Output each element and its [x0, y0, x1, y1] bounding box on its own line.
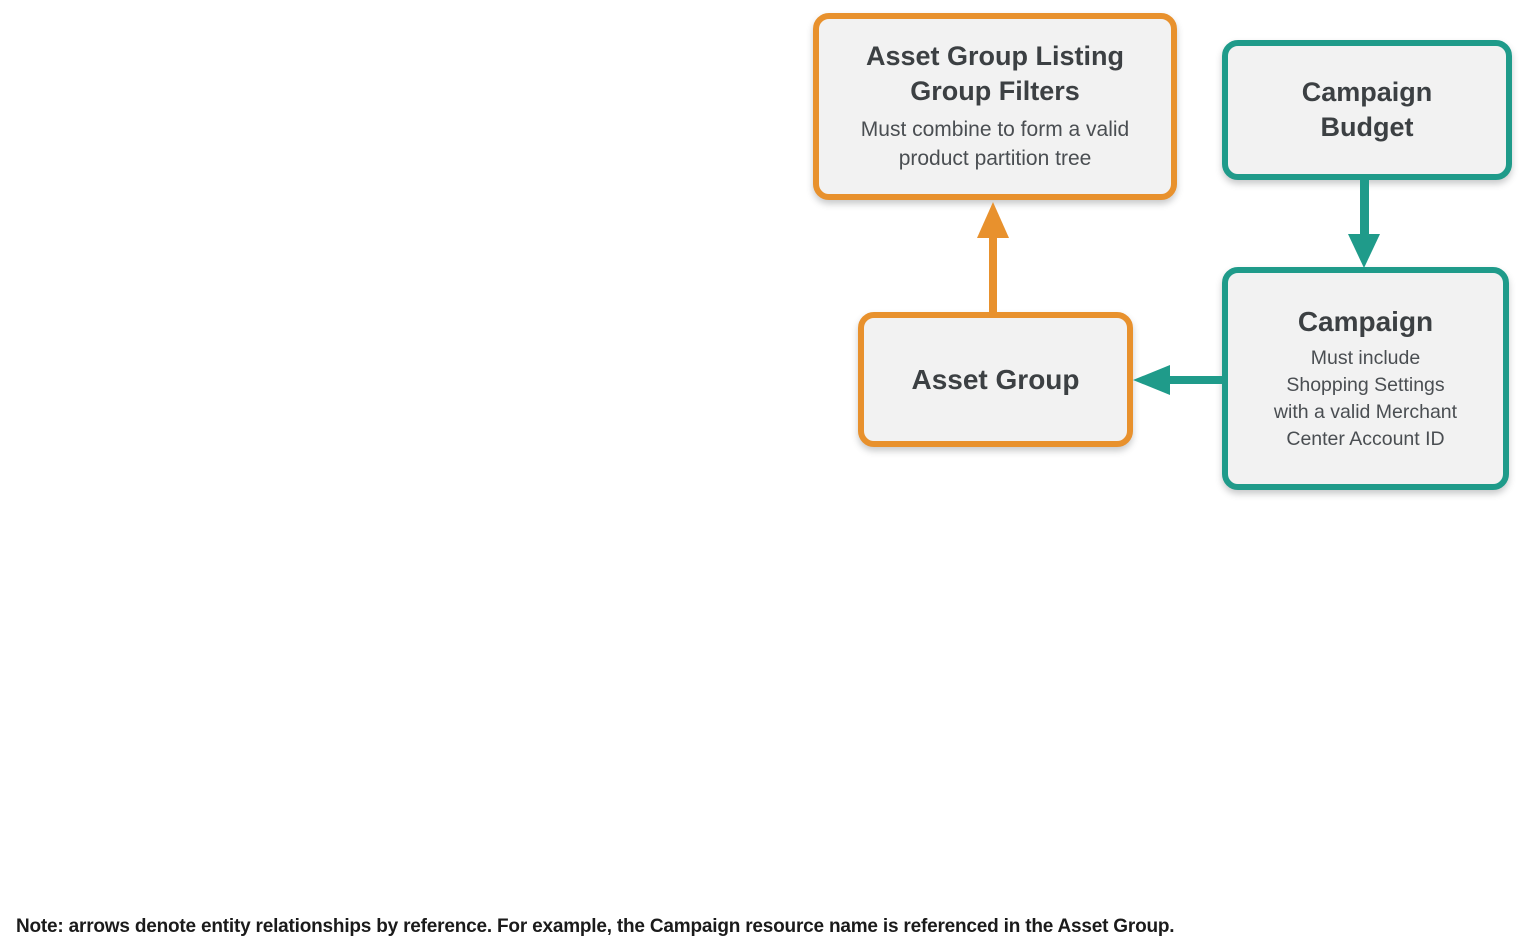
- arrow-shaft: [1166, 376, 1224, 384]
- footnote: Note: arrows denote entity relationships…: [16, 916, 1175, 937]
- arrow-shaft: [1360, 180, 1369, 236]
- node-title: Campaign: [1297, 306, 1434, 338]
- node-campaign: Campaign Must include Shopping Settings …: [1222, 267, 1509, 490]
- node-title: Asset Group: [911, 363, 1080, 395]
- node-campaign-budget: Campaign Budget: [1222, 40, 1512, 180]
- node-title: Campaign Budget: [1301, 77, 1433, 142]
- node-asset-group-listing-group-filters: Asset Group Listing Group Filters Must c…: [813, 13, 1177, 200]
- arrow-up-icon: [977, 202, 1009, 238]
- arrow-left-icon: [1133, 365, 1170, 395]
- node-subtitle: Must combine to form a valid product par…: [860, 117, 1130, 170]
- node-subtitle: Must include Shopping Settings with a va…: [1273, 347, 1458, 450]
- arrow-shaft: [989, 236, 997, 314]
- node-title: Asset Group Listing Group Filters: [865, 41, 1125, 107]
- node-asset-group: Asset Group: [858, 312, 1133, 447]
- arrow-down-icon: [1348, 234, 1380, 268]
